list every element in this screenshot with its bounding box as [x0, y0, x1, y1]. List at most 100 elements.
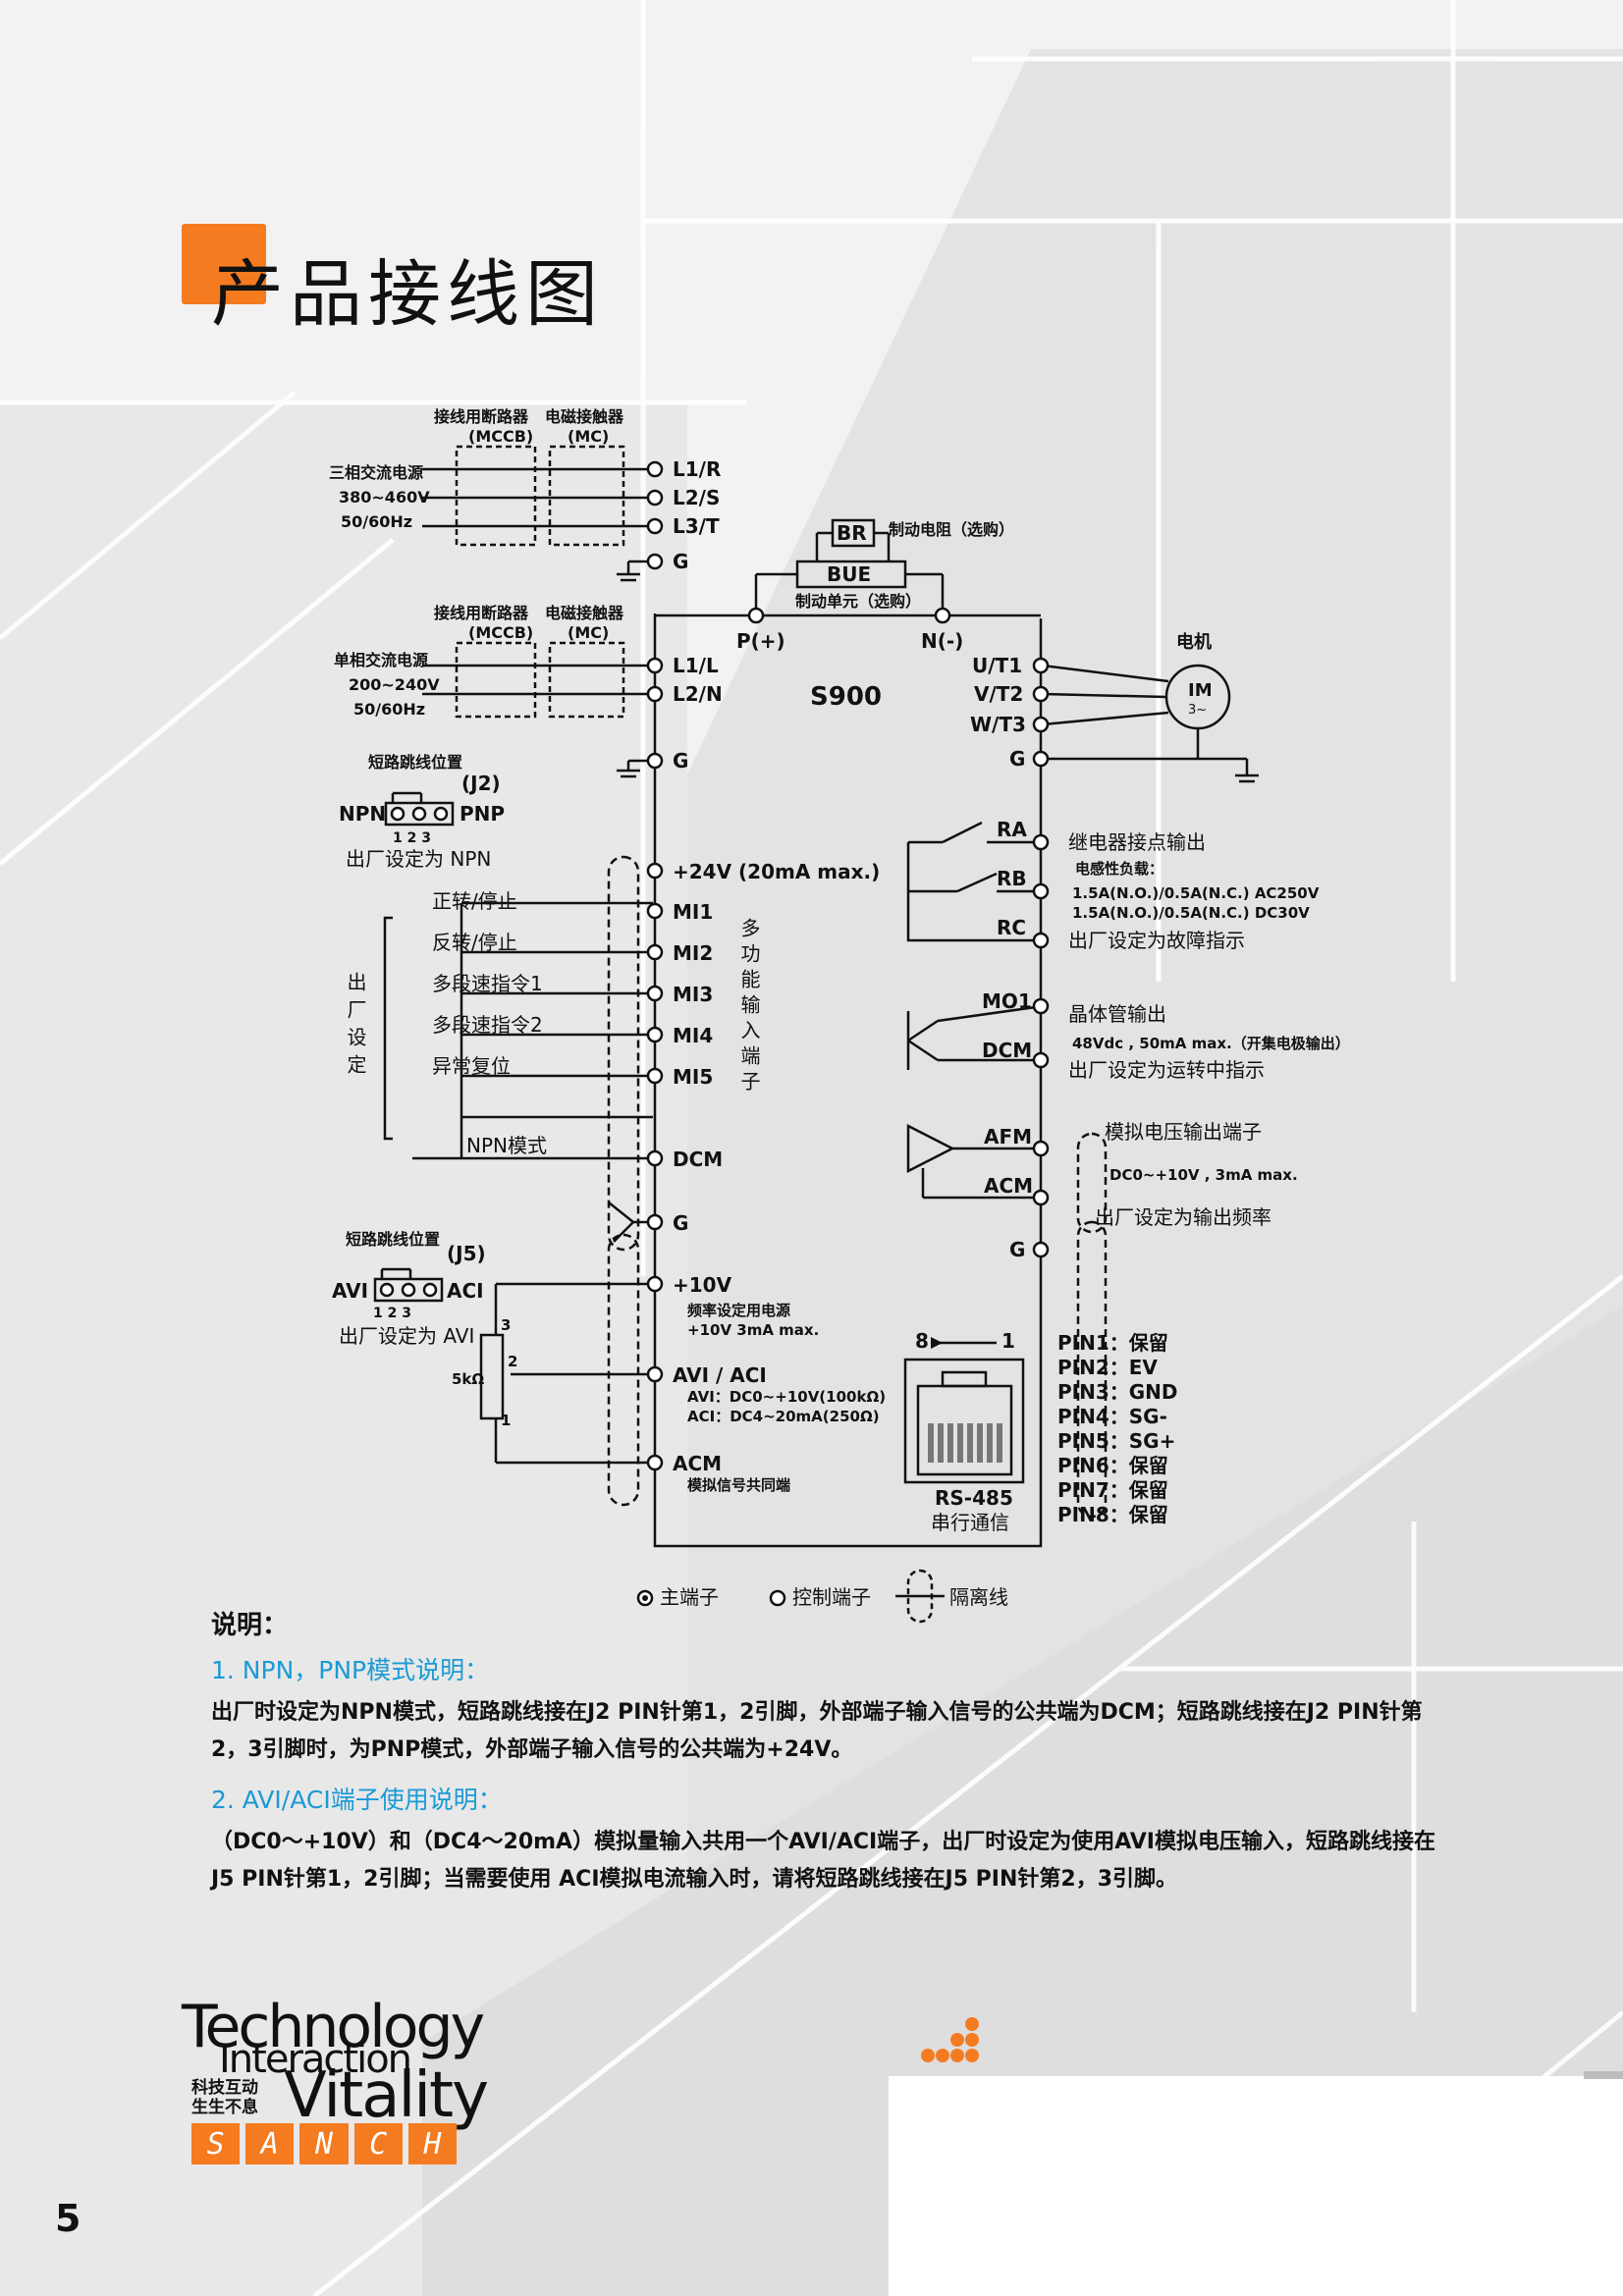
brand-letter: A: [245, 2123, 295, 2164]
aci-spec: ACI：DC4~20mA(250Ω): [687, 1408, 880, 1425]
brand-letter: S: [191, 2123, 241, 2164]
terminal-24v: +24V (20mA max.): [673, 860, 880, 883]
pin-item: PIN4：SG-: [1057, 1405, 1167, 1428]
avi-jumper-label: AVI: [332, 1279, 368, 1303]
transistor-default: 出厂设定为运转中指示: [1068, 1058, 1265, 1082]
pot-pin-1: 1: [501, 1412, 511, 1429]
bue-note: 制动单元（选购）: [795, 592, 921, 611]
brand-letter: H: [407, 2123, 458, 2164]
10v-note-1: 频率设定用电源: [687, 1302, 790, 1319]
factory-setting-label: 出厂设定: [344, 972, 367, 1082]
single-phase-voltage: 200~240V: [349, 675, 440, 694]
brand-letter: C: [353, 2123, 403, 2164]
npn-mode-label: NPN模式: [466, 1134, 547, 1157]
terminal-avi-aci: AVI / ACI: [673, 1363, 767, 1387]
terminal-l1l: L1/L: [673, 654, 719, 677]
analog-output-spec: DC0~+10V , 3mA max.: [1109, 1166, 1298, 1184]
logo-brand: S A N C H: [191, 2123, 458, 2164]
mccb1-label: 接线用断路器: [434, 407, 529, 426]
rs485-pin-1: 1: [1001, 1329, 1015, 1353]
logo-cn-1: 科技互动: [191, 2078, 258, 2098]
mccb1-abbr: (MCCB): [468, 427, 533, 446]
terminal-afm: AFM: [984, 1125, 1032, 1148]
mc1-label: 电磁接触器: [545, 407, 624, 426]
npn-pnp-text: 出厂时设定为NPN模式，短路跳线接在J2 PIN针第1，2引脚，外部端子输入信号…: [211, 1700, 1423, 1762]
relay-default: 出厂设定为故障指示: [1068, 929, 1245, 952]
terminal-mi4: MI4: [673, 1024, 713, 1047]
pin-item: PIN5：SG+: [1057, 1429, 1175, 1453]
three-phase-freq: 50/60Hz: [341, 512, 412, 531]
logo-interaction: Interaction: [219, 2037, 412, 2082]
mccb2-abbr: (MCCB): [468, 623, 533, 642]
npn-label: NPN: [339, 802, 386, 826]
input-reverse-stop: 反转/停止: [432, 931, 517, 954]
motor-im: IM: [1188, 680, 1213, 701]
terminal-g2: G: [673, 749, 688, 773]
notes-heading: 说明：: [211, 1611, 289, 1640]
input-forward-stop: 正转/停止: [432, 889, 517, 913]
mc2-abbr: (MC): [568, 623, 609, 642]
single-phase-freq: 50/60Hz: [353, 700, 425, 719]
pin-item: PIN3：GND: [1057, 1380, 1178, 1404]
transistor-output-label: 晶体管输出: [1068, 1002, 1166, 1026]
analog-output-default: 出厂设定为输出频率: [1095, 1205, 1271, 1229]
br-note: 制动电阻（选购）: [889, 520, 1014, 539]
input-multispeed-1: 多段速指令1: [432, 972, 543, 995]
terminal-dcm-out: DCM: [982, 1039, 1032, 1062]
terminal-l2n: L2/N: [673, 682, 723, 706]
terminal-rc: RC: [997, 916, 1026, 939]
terminal-dcm: DCM: [673, 1148, 723, 1171]
br-label: BR: [837, 521, 867, 545]
analog-output-label: 模拟电压输出端子: [1105, 1120, 1262, 1144]
rs485-pin-8: 8: [915, 1329, 929, 1353]
terminal-mi5: MI5: [673, 1065, 713, 1089]
notes-section: 说明： 1. NPN，PNP模式说明： 出厂时设定为NPN模式，短路跳线接在J2…: [211, 1605, 1458, 1910]
terminal-rb: RB: [997, 867, 1027, 890]
n-minus-label: N(-): [921, 629, 963, 653]
single-phase-label: 单相交流电源: [334, 651, 428, 669]
pot-pin-2: 2: [508, 1353, 517, 1370]
input-multispeed-2: 多段速指令2: [432, 1013, 543, 1037]
terminal-l2s: L2/S: [673, 486, 720, 509]
legend-control-terminal: 控制端子: [792, 1585, 871, 1609]
terminal-g1: G: [673, 550, 688, 573]
terminal-mi3: MI3: [673, 983, 713, 1006]
terminal-l1r: L1/R: [673, 457, 721, 481]
terminal-g-afm: G: [1009, 1238, 1025, 1261]
pnp-label: PNP: [460, 802, 505, 826]
p-plus-label: P(+): [736, 629, 785, 653]
terminal-g3: G: [673, 1211, 688, 1235]
terminal-l3t: L3/T: [673, 514, 720, 538]
motor-label: 电机: [1176, 631, 1212, 653]
j2-default: 出厂设定为 NPN: [346, 847, 491, 871]
logo-technology: Technology: [182, 1993, 485, 2061]
terminal-acm-out: ACM: [984, 1174, 1033, 1198]
pin-item: PIN7：保留: [1057, 1478, 1168, 1502]
terminal-acm: ACM: [673, 1452, 722, 1475]
company-logo: Technology Interaction Vitality 科技互动 生生不…: [182, 1993, 506, 2179]
avi-aci-text: （DC0～+10V）和（DC4～20mA）模拟量输入共用一个AVI/ACI端子，…: [211, 1830, 1435, 1892]
j5-pins: 1 2 3: [373, 1306, 411, 1321]
serial-label: 串行通信: [931, 1511, 1009, 1534]
multi-input-label: 多功能输入端子: [737, 918, 761, 1096]
avi-spec: AVI：DC0~+10V(100kΩ): [687, 1388, 886, 1406]
terminal-10v: +10V: [673, 1273, 732, 1297]
relay-output-label: 继电器接点输出: [1068, 830, 1206, 854]
pin-item: PIN8：保留: [1057, 1503, 1168, 1526]
j5-label: (J5): [447, 1242, 486, 1265]
mc2-label: 电磁接触器: [545, 604, 624, 622]
rs485-label: RS-485: [935, 1486, 1013, 1510]
model-label: S900: [810, 682, 882, 712]
brand-letter: N: [299, 2123, 349, 2164]
page-number: 5: [55, 2197, 81, 2240]
terminal-g-motor: G: [1009, 747, 1025, 771]
pin-item: PIN2：EV: [1057, 1356, 1158, 1379]
input-fault-reset: 异常复位: [432, 1054, 511, 1078]
acm-note: 模拟信号共同端: [687, 1476, 790, 1494]
legend-isolation-line: 隔离线: [949, 1585, 1008, 1609]
pin-item: PIN1：保留: [1057, 1331, 1168, 1355]
legend-main-terminal: 主端子: [660, 1585, 719, 1609]
pot-pin-3: 3: [501, 1316, 511, 1334]
terminal-ra: RA: [997, 818, 1027, 841]
